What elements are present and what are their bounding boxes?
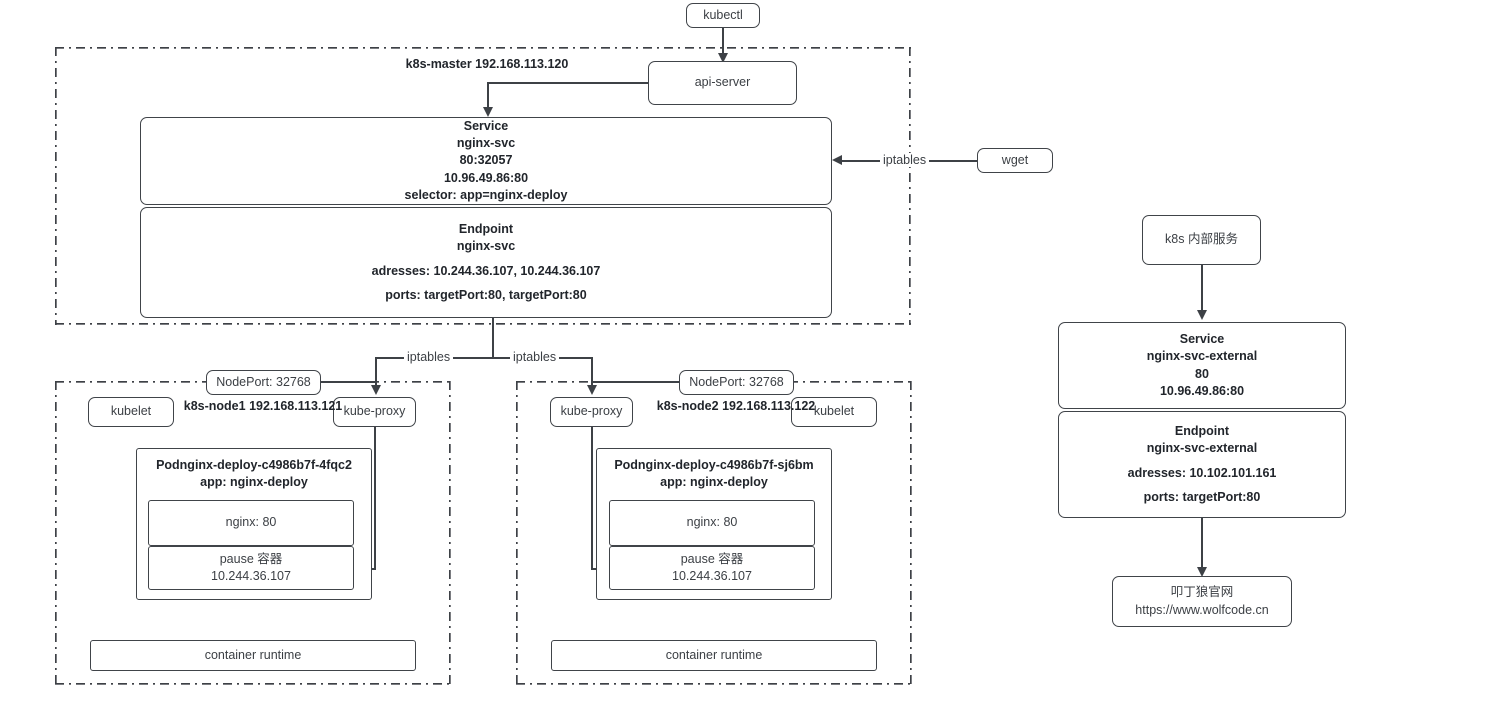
endpoint-nginx-svc-external-box[interactable]: Endpoint nginx-svc-external adresses: 10… bbox=[1058, 411, 1346, 518]
wget-to-service-arrow bbox=[832, 155, 842, 165]
endpoint-ports: ports: targetPort:80, targetPort:80 bbox=[385, 287, 587, 302]
k8s-master-name: k8s-master bbox=[405, 57, 472, 71]
endpoint-external-name: nginx-svc-external bbox=[1146, 441, 1258, 456]
endpoint-nginx-svc-box[interactable]: Endpoint nginx-svc adresses: 10.244.36.1… bbox=[140, 207, 832, 318]
node2-nodeport-label: NodePort: 32768 bbox=[689, 374, 784, 389]
endpoint-external-kind: Endpoint bbox=[1174, 424, 1230, 438]
k8s-internal-service-label: k8s 内部服务 bbox=[1165, 232, 1238, 247]
node1-proxy-to-pause-vline bbox=[374, 427, 376, 569]
node1-name: k8s-node1 bbox=[183, 399, 246, 413]
endpoint-kind: Endpoint bbox=[458, 222, 514, 236]
node1-kube-proxy-label: kube-proxy bbox=[343, 404, 406, 419]
service-nginx-svc-external-box[interactable]: Service nginx-svc-external 80 10.96.49.8… bbox=[1058, 322, 1346, 409]
node2-kube-proxy-box[interactable]: kube-proxy bbox=[550, 397, 633, 427]
node1-pod-name: Podnginx-deploy-c4986b7f-4fqc2 bbox=[156, 458, 352, 472]
iptables-label-node2: iptables bbox=[510, 350, 560, 364]
node1-container-runtime-box[interactable]: container runtime bbox=[90, 640, 416, 671]
iptables-label-external: iptables bbox=[880, 153, 930, 167]
node2-kubelet-box[interactable]: kubelet bbox=[791, 397, 877, 427]
wget-label: wget bbox=[1001, 152, 1029, 167]
node1-container-runtime-label: container runtime bbox=[204, 647, 302, 662]
endpoint-external-to-site-arrow bbox=[1196, 567, 1207, 577]
service-ports: 80:32057 bbox=[459, 153, 513, 168]
node1-kubelet-label: kubelet bbox=[110, 404, 152, 419]
trunk-to-node1-arrow bbox=[370, 385, 381, 395]
service-selector: selector: app=nginx-deploy bbox=[404, 187, 568, 202]
node1-container-pause[interactable]: pause 容器 10.244.36.107 bbox=[148, 546, 354, 590]
node2-container-nginx-title: nginx: 80 bbox=[686, 515, 738, 530]
node2-kubelet-label: kubelet bbox=[813, 404, 855, 419]
service-kind: Service bbox=[463, 118, 509, 133]
apiserver-to-service-arrow bbox=[482, 107, 493, 117]
node1-container-pause-title: pause 容器 bbox=[219, 551, 283, 566]
trunk-to-node2-arrow bbox=[586, 385, 597, 395]
apiserver-to-service-hline bbox=[487, 82, 649, 84]
wolfcode-site-box[interactable]: 叩丁狼官网 https://www.wolfcode.cn bbox=[1112, 576, 1292, 627]
node2-nodeport-box[interactable]: NodePort: 32768 bbox=[679, 370, 794, 395]
node1-nodeport-to-proxy-line bbox=[321, 381, 376, 383]
endpoint-external-addresses: adresses: 10.102.101.161 bbox=[1127, 465, 1277, 480]
node1-nodeport-label: NodePort: 32768 bbox=[216, 374, 311, 389]
service-cluster-ip: 10.96.49.86:80 bbox=[443, 170, 529, 185]
service-name: nginx-svc bbox=[456, 136, 516, 151]
service-external-kind: Service bbox=[1179, 332, 1225, 346]
service-external-name: nginx-svc-external bbox=[1146, 349, 1258, 364]
endpoint-name: nginx-svc bbox=[456, 239, 516, 254]
node2-container-pause-ip: 10.244.36.107 bbox=[672, 569, 752, 583]
node1-nodeport-box[interactable]: NodePort: 32768 bbox=[206, 370, 321, 395]
endpoint-trunk-vline bbox=[492, 318, 494, 359]
node2-container-pause[interactable]: pause 容器 10.244.36.107 bbox=[609, 546, 815, 590]
internal-service-to-service-arrow bbox=[1196, 310, 1207, 320]
node1-kubelet-box[interactable]: kubelet bbox=[88, 397, 174, 427]
node2-nodeport-to-proxy-line bbox=[591, 381, 681, 383]
node2-container-runtime-box[interactable]: container runtime bbox=[551, 640, 877, 671]
service-external-port: 80 bbox=[1195, 366, 1209, 381]
internal-service-to-service-vline bbox=[1201, 265, 1203, 313]
apiserver-to-service-vline bbox=[487, 82, 489, 109]
service-external-cluster-ip: 10.96.49.86:80 bbox=[1159, 383, 1245, 398]
trunk-to-node1-vline bbox=[375, 357, 377, 390]
node1-pod-app: app: nginx-deploy bbox=[200, 475, 308, 490]
trunk-to-node2-vline bbox=[591, 357, 593, 390]
node1-container-nginx-title: nginx: 80 bbox=[225, 515, 277, 530]
k8s-internal-service-box[interactable]: k8s 内部服务 bbox=[1142, 215, 1261, 265]
api-server-label: api-server bbox=[694, 75, 751, 90]
api-server-box[interactable]: api-server bbox=[648, 61, 797, 105]
node2-container-pause-title: pause 容器 bbox=[680, 551, 744, 566]
kubectl-box[interactable]: kubectl bbox=[686, 3, 760, 28]
kubectl-to-apiserver-arrow bbox=[717, 53, 728, 63]
endpoint-external-ports: ports: targetPort:80 bbox=[1143, 489, 1261, 504]
node1-kube-proxy-box[interactable]: kube-proxy bbox=[333, 397, 416, 427]
k8s-master-title: k8s-master 192.168.113.120 bbox=[404, 56, 570, 73]
node1-container-nginx[interactable]: nginx: 80 bbox=[148, 500, 354, 546]
k8s-master-ip: 192.168.113.120 bbox=[475, 57, 569, 71]
wolfcode-site-name: 叩丁狼官网 bbox=[1170, 585, 1234, 600]
iptables-label-node1: iptables bbox=[404, 350, 454, 364]
kubectl-to-apiserver-line bbox=[722, 28, 724, 61]
node2-pod-name: Podnginx-deploy-c4986b7f-sj6bm bbox=[614, 458, 814, 472]
node2-kube-proxy-label: kube-proxy bbox=[560, 404, 623, 419]
node1-title: k8s-node1 192.168.113.121 bbox=[180, 398, 346, 415]
node2-name: k8s-node2 bbox=[656, 399, 719, 413]
endpoint-addresses: adresses: 10.244.36.107, 10.244.36.107 bbox=[371, 263, 601, 278]
node2-container-nginx[interactable]: nginx: 80 bbox=[609, 500, 815, 546]
endpoint-external-to-site-vline bbox=[1201, 518, 1203, 572]
wget-box[interactable]: wget bbox=[977, 148, 1053, 173]
endpoint-trunk-hline bbox=[375, 357, 593, 359]
service-nginx-svc-box[interactable]: Service nginx-svc 80:32057 10.96.49.86:8… bbox=[140, 117, 832, 205]
node1-ip: 192.168.113.121 bbox=[249, 399, 343, 413]
node1-container-pause-ip: 10.244.36.107 bbox=[211, 569, 291, 583]
node2-ip: 192.168.113.122 bbox=[722, 399, 816, 413]
node2-pod-app: app: nginx-deploy bbox=[660, 475, 768, 490]
wolfcode-site-url: https://www.wolfcode.cn bbox=[1135, 602, 1269, 617]
node2-container-runtime-label: container runtime bbox=[665, 647, 763, 662]
node2-title: k8s-node2 192.168.113.122 bbox=[653, 398, 819, 415]
kubectl-label: kubectl bbox=[703, 7, 743, 22]
node2-proxy-to-pause-vline bbox=[591, 427, 593, 569]
